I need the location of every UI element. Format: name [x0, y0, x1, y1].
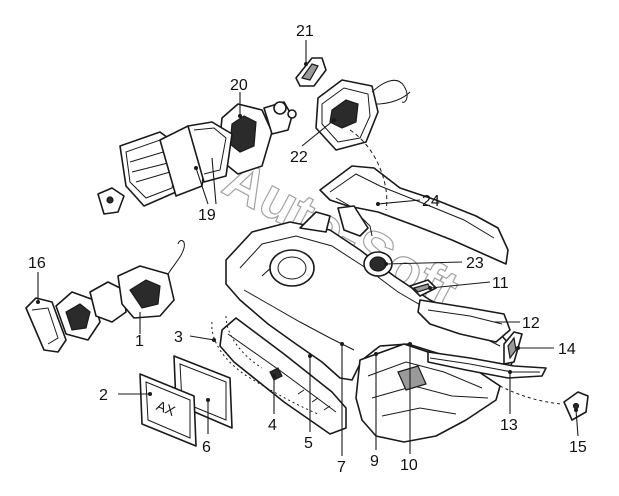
callout-5: 5 — [304, 435, 313, 452]
callout-20: 20 — [230, 77, 248, 94]
callout-13: 13 — [500, 417, 518, 434]
callout-1: 1 — [135, 333, 144, 350]
licence-plate-text: AX — [154, 397, 178, 419]
fog-lamp-assembly-part — [25, 240, 185, 353]
callout-10: 10 — [400, 457, 418, 474]
callout-15: 15 — [569, 439, 587, 456]
callout-12: 12 — [522, 315, 540, 332]
moulding-strip-part — [427, 351, 547, 379]
bracket-part — [499, 385, 589, 421]
trim-strip-part — [417, 299, 511, 343]
indicator-lens-part — [97, 121, 233, 215]
callout-7: 7 — [337, 459, 346, 476]
leader-lines — [36, 40, 579, 456]
callout-22: 22 — [290, 149, 308, 166]
callout-23: 23 — [466, 255, 484, 272]
licence-plate-part: AX — [139, 373, 197, 447]
grille-part — [319, 165, 509, 265]
reinforcement-bar-part — [219, 317, 347, 435]
callout-16: 16 — [28, 255, 46, 272]
callout-4: 4 — [268, 417, 277, 434]
energy-absorber-part — [211, 315, 319, 415]
callout-19: 19 — [198, 207, 216, 224]
fog-lamp-part — [295, 57, 327, 87]
callout-6: 6 — [202, 439, 211, 456]
callout-24: 24 — [422, 193, 440, 210]
headlamp-housing-part — [315, 79, 411, 151]
callout-2: 2 — [99, 387, 108, 404]
headlamp-assembly-part — [217, 101, 297, 175]
callout-21: 21 — [296, 23, 314, 40]
callout-3: 3 — [174, 329, 183, 346]
callout-14: 14 — [558, 341, 576, 358]
callout-9: 9 — [370, 453, 379, 470]
callout-11: 11 — [492, 275, 509, 292]
callout-labels: 1 2 3 4 5 6 7 9 10 11 12 13 14 15 16 19 … — [28, 23, 587, 476]
